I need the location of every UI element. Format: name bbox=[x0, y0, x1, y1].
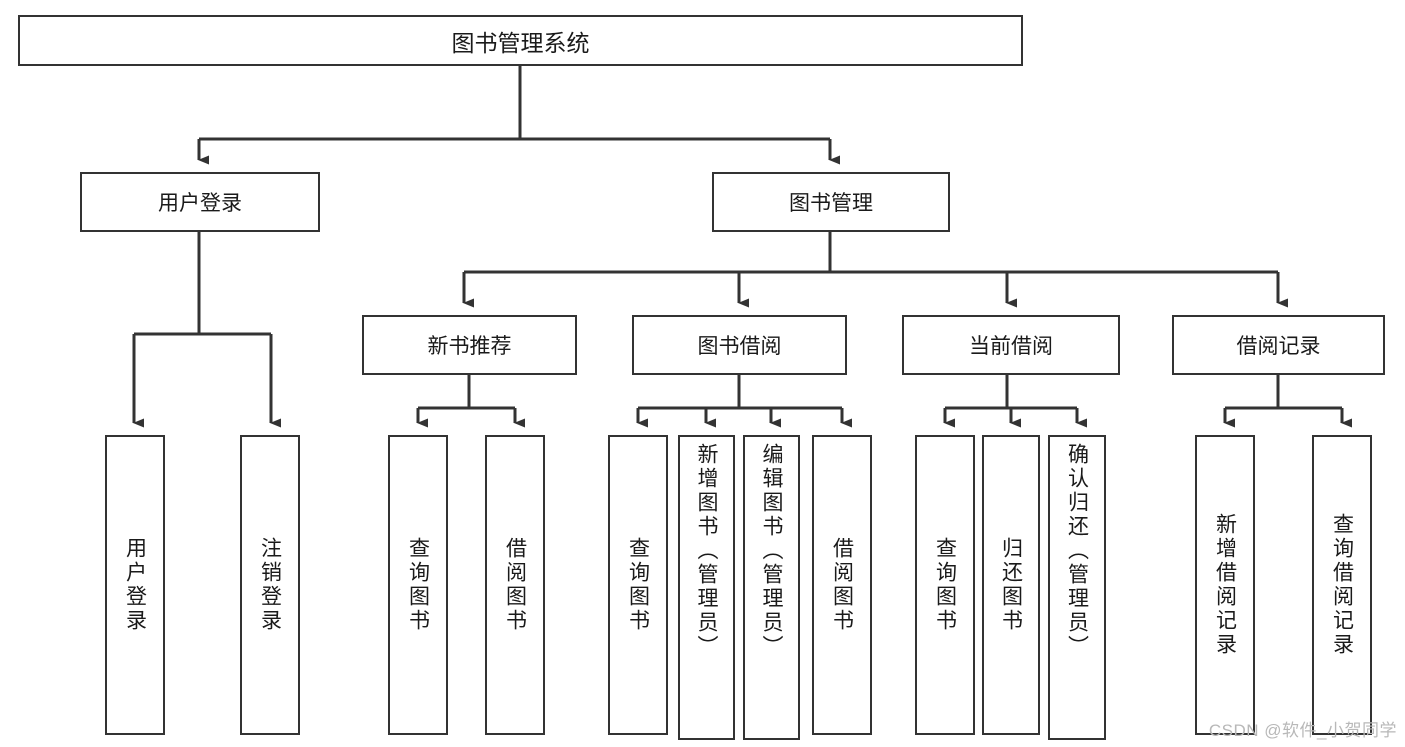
leaf-borrow-book-2[interactable]: 借阅图书 bbox=[812, 435, 872, 735]
leaf-logout[interactable]: 注销登录 bbox=[240, 435, 300, 735]
leaf-borrow-book-1[interactable]: 借阅图书 bbox=[485, 435, 545, 735]
leaf-confirm-return-label: 确认归还（管理员） bbox=[1065, 443, 1089, 659]
leaf-query-book-1-label: 查询图书 bbox=[406, 537, 430, 633]
leaf-edit-book-label: 编辑图书（管理员） bbox=[760, 443, 783, 659]
leaf-add-borrow-record[interactable]: 新增借阅记录 bbox=[1195, 435, 1255, 735]
leaf-user-login[interactable]: 用户登录 bbox=[105, 435, 165, 735]
leaf-query-borrow-record[interactable]: 查询借阅记录 bbox=[1312, 435, 1372, 735]
node-book-management-label: 图书管理 bbox=[789, 192, 873, 215]
node-root[interactable]: 图书管理系统 bbox=[18, 15, 1023, 66]
node-new-book-recommend[interactable]: 新书推荐 bbox=[362, 315, 577, 375]
leaf-borrow-book-2-label: 借阅图书 bbox=[830, 537, 854, 633]
node-root-label: 图书管理系统 bbox=[451, 29, 590, 56]
node-user-login-label: 用户登录 bbox=[158, 192, 242, 215]
leaf-add-book[interactable]: 新增图书（管理员） bbox=[678, 435, 735, 740]
leaf-borrow-book-1-label: 借阅图书 bbox=[503, 537, 527, 633]
leaf-return-book[interactable]: 归还图书 bbox=[982, 435, 1040, 735]
leaf-logout-label: 注销登录 bbox=[258, 537, 282, 633]
watermark: CSDN @软件_小贺同学 bbox=[1208, 721, 1397, 740]
node-borrow-record-label: 借阅记录 bbox=[1236, 335, 1321, 358]
node-borrow-record[interactable]: 借阅记录 bbox=[1172, 315, 1385, 375]
node-book-borrow[interactable]: 图书借阅 bbox=[632, 315, 847, 375]
leaf-query-book-2-label: 查询图书 bbox=[626, 537, 650, 633]
leaf-add-book-label: 新增图书（管理员） bbox=[695, 443, 718, 659]
node-new-book-recommend-label: 新书推荐 bbox=[427, 335, 512, 358]
node-book-borrow-label: 图书借阅 bbox=[697, 335, 782, 358]
leaf-query-book-1[interactable]: 查询图书 bbox=[388, 435, 448, 735]
leaf-add-borrow-record-label: 新增借阅记录 bbox=[1213, 513, 1237, 657]
node-current-borrow[interactable]: 当前借阅 bbox=[902, 315, 1120, 375]
leaf-query-book-3[interactable]: 查询图书 bbox=[915, 435, 975, 735]
node-book-management[interactable]: 图书管理 bbox=[712, 172, 950, 232]
leaf-confirm-return[interactable]: 确认归还（管理员） bbox=[1048, 435, 1106, 740]
leaf-return-book-label: 归还图书 bbox=[999, 537, 1023, 633]
node-current-borrow-label: 当前借阅 bbox=[969, 335, 1053, 358]
leaf-edit-book[interactable]: 编辑图书（管理员） bbox=[743, 435, 800, 740]
leaf-query-borrow-record-label: 查询借阅记录 bbox=[1330, 513, 1354, 657]
leaf-query-book-2[interactable]: 查询图书 bbox=[608, 435, 668, 735]
leaf-user-login-label: 用户登录 bbox=[123, 537, 147, 633]
leaf-query-book-3-label: 查询图书 bbox=[933, 537, 957, 633]
node-user-login[interactable]: 用户登录 bbox=[80, 172, 320, 232]
